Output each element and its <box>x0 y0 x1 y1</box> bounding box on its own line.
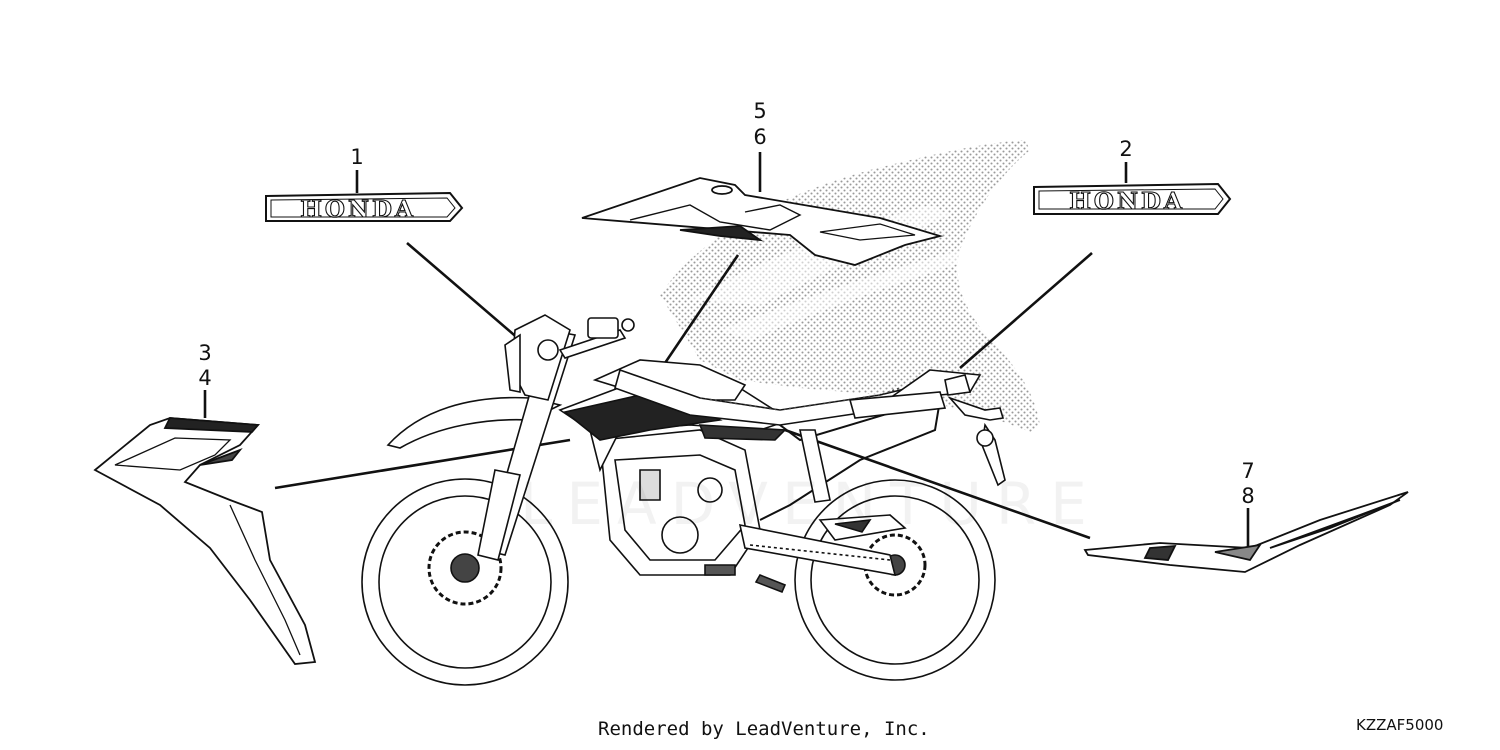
honda-emblem-right: HONDA <box>1033 182 1232 216</box>
honda-emblem-left-text: HONDA <box>300 196 416 223</box>
callout-2: 2 <box>1119 137 1133 161</box>
callout-6: 6 <box>753 125 767 149</box>
diagram-code: KZZAF5000 <box>1356 716 1444 734</box>
shroud-decal <box>93 417 317 665</box>
rear-side-decal <box>1083 491 1409 573</box>
callout-7: 7 <box>1241 459 1255 483</box>
honda-emblem-right-text: HONDA <box>1069 188 1185 215</box>
honda-emblem-left: HONDA <box>265 191 464 224</box>
callout-1: 1 <box>350 145 364 169</box>
tank-decal <box>581 177 944 266</box>
callout-3: 3 <box>198 341 212 365</box>
callout-4: 4 <box>198 366 212 390</box>
motorcycle-illustration <box>361 314 1006 686</box>
callout-5: 5 <box>753 99 767 123</box>
rendered-by-credit: Rendered by LeadVenture, Inc. <box>598 718 930 740</box>
leadventure-watermark: LEADVENTURE <box>520 470 1101 538</box>
callout-8: 8 <box>1241 484 1255 508</box>
